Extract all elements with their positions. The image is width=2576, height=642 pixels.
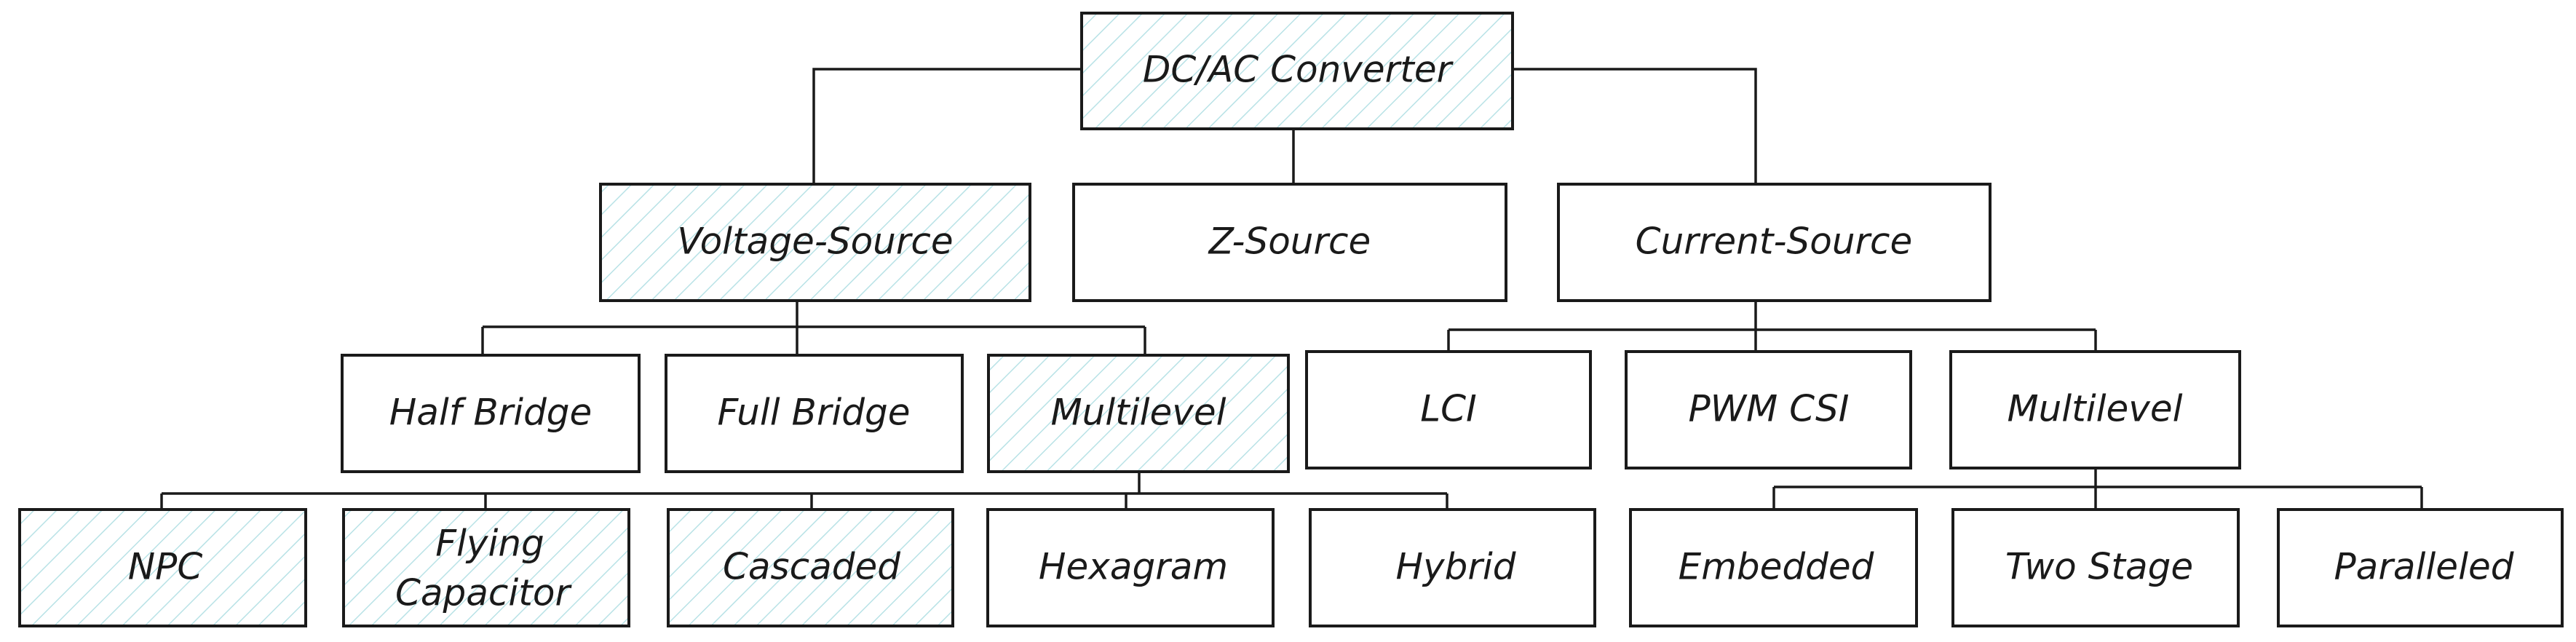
node-label: Hexagram <box>1039 546 1228 588</box>
node-flying-capacitor: Flying Capacitor <box>342 508 630 627</box>
node-label: LCI <box>1420 388 1477 430</box>
node-two-stage: Two Stage <box>1951 508 2240 627</box>
node-label: PWM CSI <box>1689 388 1850 430</box>
node-full-bridge: Full Bridge <box>665 354 964 473</box>
node-label: Paralleled <box>2334 546 2514 588</box>
node-dc-ac-converter: DC/AC Converter <box>1080 12 1514 130</box>
node-label: NPC <box>128 546 203 588</box>
node-lci: LCI <box>1305 350 1592 469</box>
node-z-source: Z-Source <box>1072 183 1507 302</box>
connector-lines <box>160 68 2423 510</box>
node-half-bridge: Half Bridge <box>341 354 641 473</box>
node-label-line2: Capacitor <box>395 572 573 614</box>
node-cascaded: Cascaded <box>667 508 954 627</box>
node-label: Embedded <box>1679 546 1874 588</box>
node-label: Cascaded <box>723 546 900 588</box>
node-label: Full Bridge <box>717 392 910 434</box>
node-label: Two Stage <box>2005 546 2193 588</box>
connector-root-current-source <box>1513 68 1757 184</box>
node-label: Half Bridge <box>389 392 593 434</box>
node-embedded: Embedded <box>1629 508 1918 627</box>
node-label: Voltage-Source <box>677 221 953 263</box>
node-current-source: Current-Source <box>1557 183 1992 302</box>
node-voltage-source: Voltage-Source <box>599 183 1031 302</box>
node-multilevel-current: Multilevel <box>1949 350 2241 469</box>
node-label: Multilevel <box>2007 388 2182 430</box>
node-label: Multilevel <box>1050 392 1226 434</box>
node-label: DC/AC Converter <box>1143 49 1454 91</box>
node-pwm-csi: PWM CSI <box>1625 350 1912 469</box>
node-npc: NPC <box>18 508 307 627</box>
node-hybrid: Hybrid <box>1309 508 1596 627</box>
node-label-line1: Flying <box>435 523 544 565</box>
node-label: Z-Source <box>1208 221 1371 263</box>
node-label: Hybrid <box>1395 546 1515 588</box>
node-label: Current-Source <box>1636 221 1913 263</box>
node-multilevel-voltage: Multilevel <box>987 354 1290 473</box>
connector-root-voltage-source <box>812 68 1082 184</box>
node-paralleled: Paralleled <box>2277 508 2564 627</box>
node-hexagram: Hexagram <box>986 508 1275 627</box>
